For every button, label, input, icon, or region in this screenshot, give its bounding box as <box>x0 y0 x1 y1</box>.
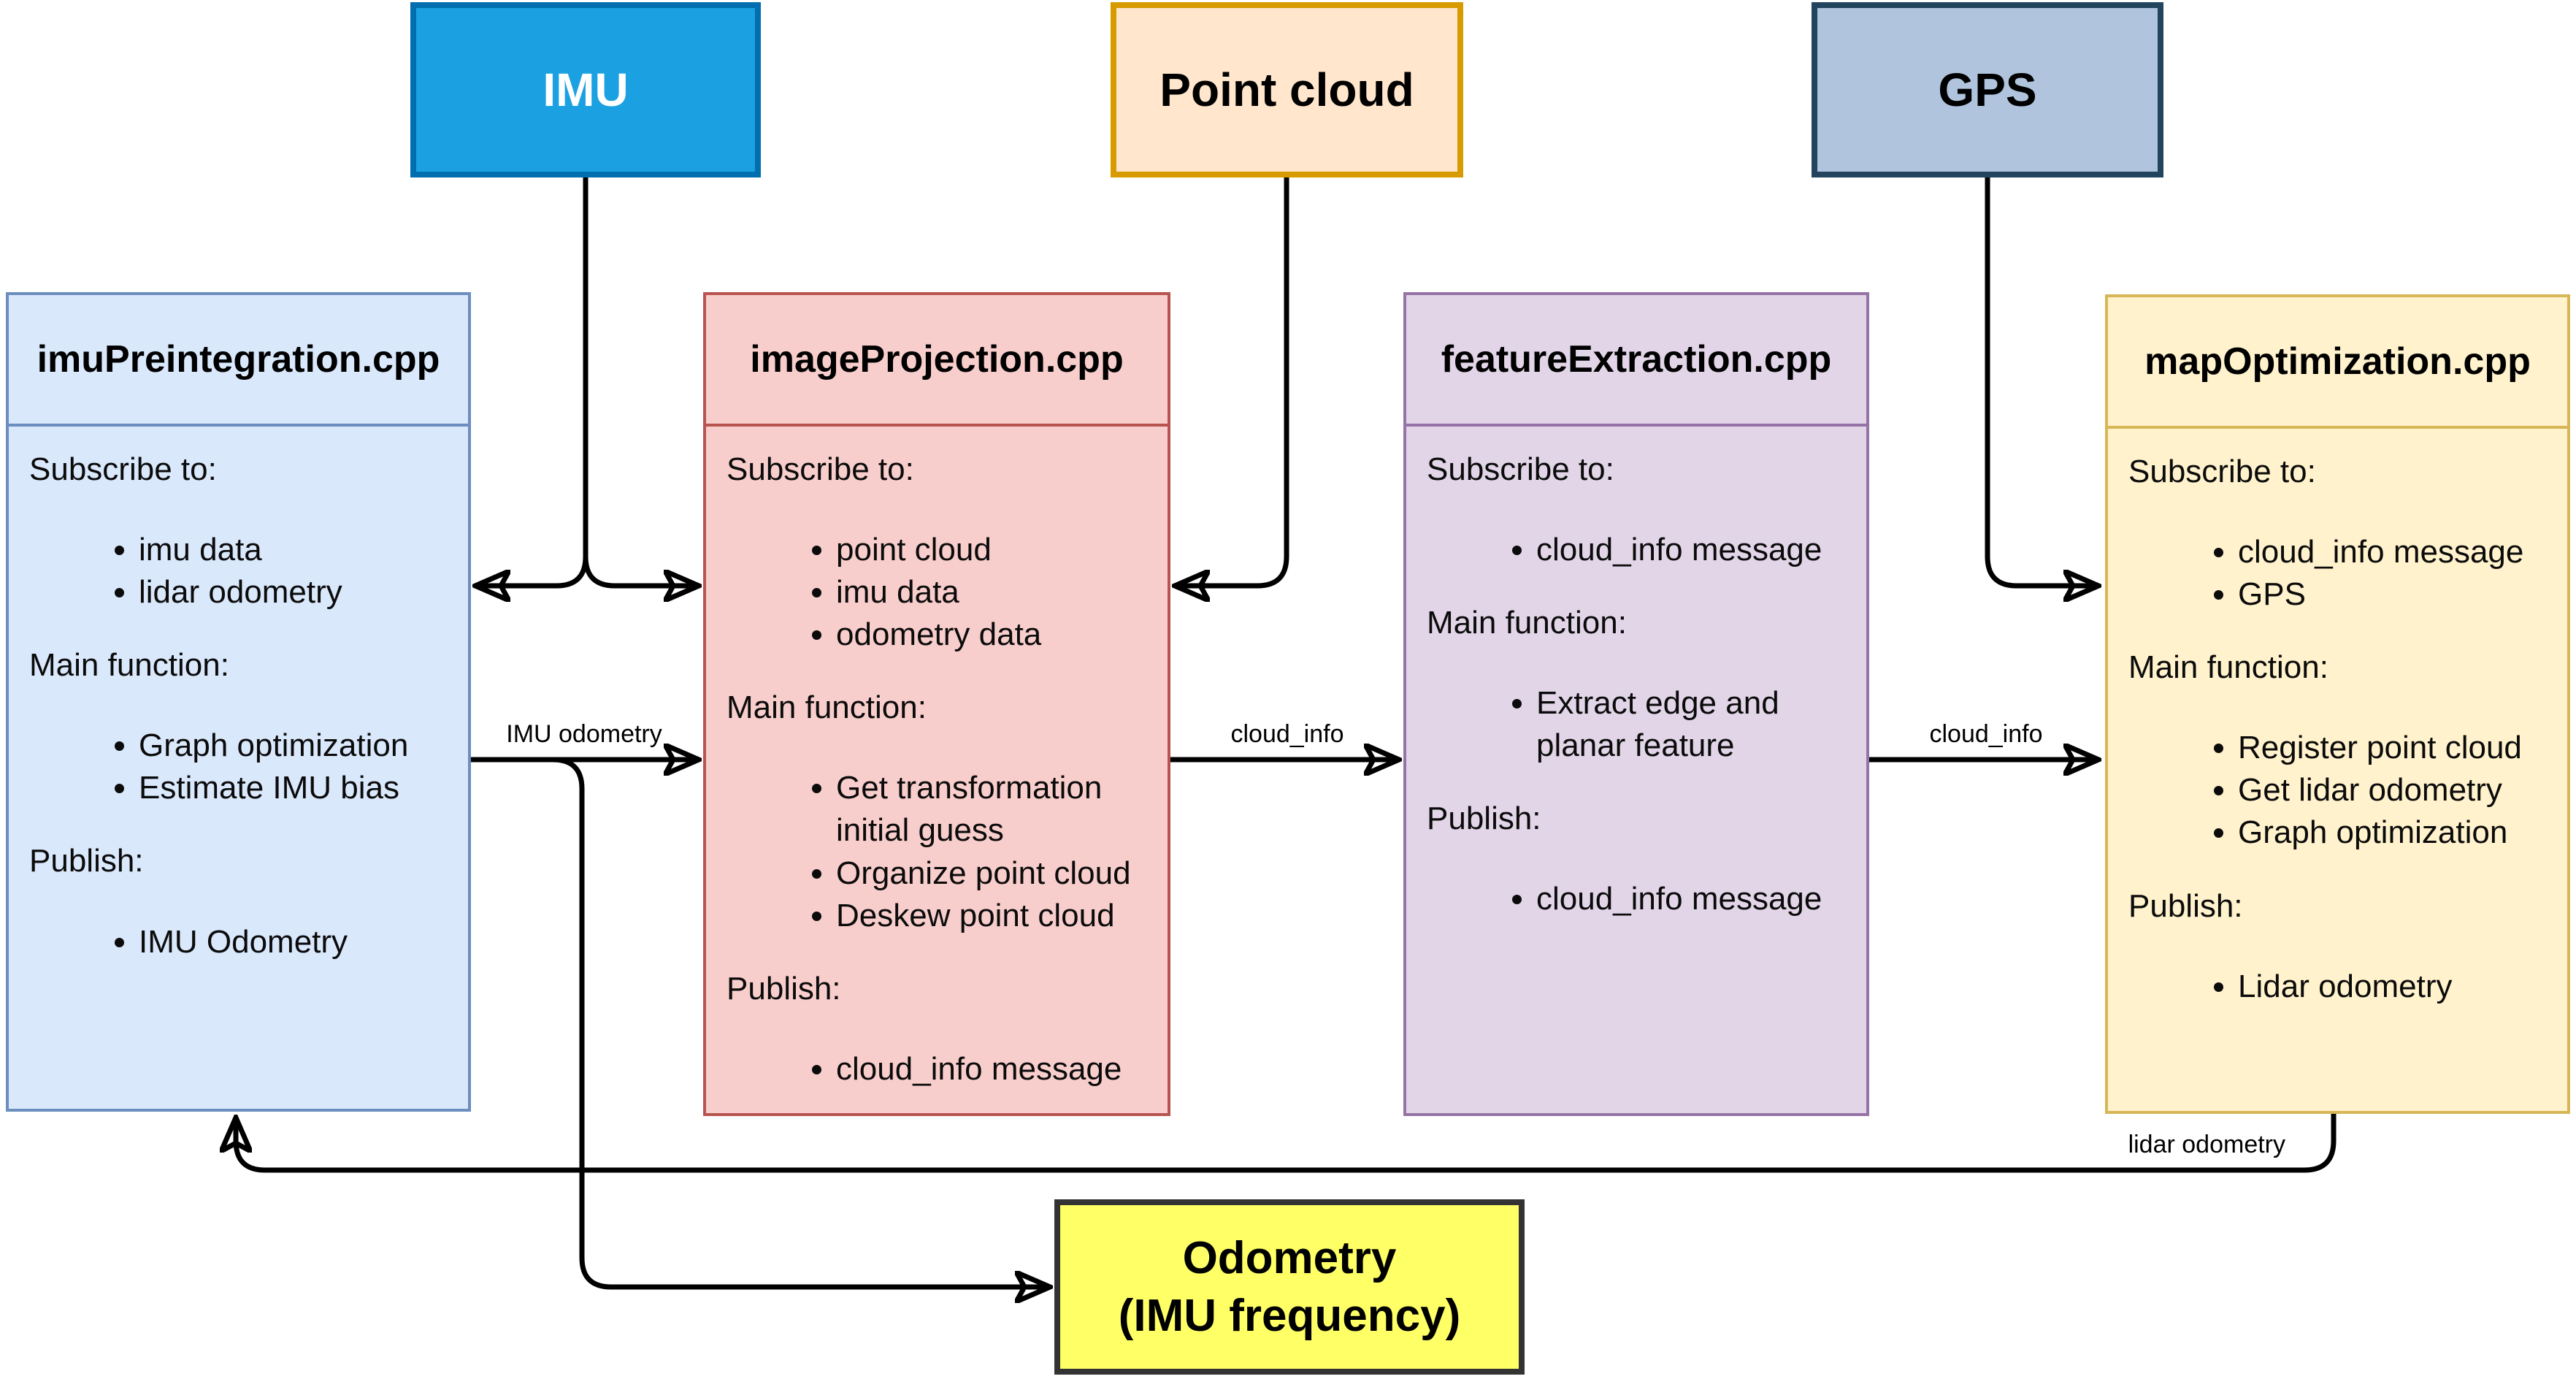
edge-label-cloud-info-2: cloud_info <box>1929 720 2043 748</box>
list-item: cloud_info message <box>836 1048 1151 1090</box>
module-title-imageprojection: imageProjection.cpp <box>706 295 1168 427</box>
section-label: Publish: <box>2128 887 2243 924</box>
source-box-imu: IMU <box>410 2 761 177</box>
list-item: Deskew point cloud <box>836 895 1151 937</box>
source-box-gps: GPS <box>1812 2 2163 177</box>
list-item: Lidar odometry <box>2238 966 2551 1008</box>
section-items: cloud_info message <box>727 1048 1151 1090</box>
module-mapoptimization: mapOptimization.cpp Subscribe to: cloud_… <box>2105 294 2570 1114</box>
section-label: Subscribe to: <box>1427 451 1614 487</box>
list-item: Organize point cloud <box>836 852 1151 895</box>
list-item: cloud_info message <box>1536 529 1850 571</box>
section-items: Extract edge and planar feature <box>1427 682 1850 767</box>
section-items: cloud_info message <box>1427 529 1850 571</box>
source-label-point-cloud: Point cloud <box>1159 64 1414 116</box>
section-label: Subscribe to: <box>2128 454 2316 489</box>
module-body-featureextraction: Subscribe to: cloud_info message Main fu… <box>1406 427 1866 921</box>
source-label-imu: IMU <box>543 64 629 116</box>
list-item: Get transformation initial guess <box>836 767 1151 852</box>
section-label: Main function: <box>29 647 229 684</box>
section-items: Lidar odometry <box>2128 966 2551 1008</box>
edge-label-imu-odometry: IMU odometry <box>506 720 662 748</box>
list-item: Graph optimization <box>2238 811 2551 854</box>
list-item: IMU Odometry <box>139 921 452 963</box>
section-label: Publish: <box>29 843 144 879</box>
edge-imu-to-imupreintegration <box>477 177 589 586</box>
list-item: odometry data <box>836 614 1151 656</box>
list-item: Get lidar odometry <box>2238 769 2551 811</box>
section-label: Publish: <box>1427 801 1541 837</box>
section-items: cloud_info message GPS <box>2128 531 2551 616</box>
module-imageprojection: imageProjection.cpp Subscribe to: point … <box>703 292 1170 1116</box>
section-items: Graph optimization Estimate IMU bias <box>29 725 452 809</box>
edge-pointcloud-to-imageprojection <box>1176 177 1289 586</box>
section-label: Main function: <box>727 690 927 726</box>
section-items: Register point cloud Get lidar odometry … <box>2128 727 2551 854</box>
section-items: cloud_info message <box>1427 878 1850 920</box>
module-title-featureextraction: featureExtraction.cpp <box>1406 295 1866 427</box>
list-item: Extract edge and planar feature <box>1536 682 1850 767</box>
section-items: point cloud imu data odometry data <box>727 529 1151 656</box>
list-item: lidar odometry <box>139 571 452 614</box>
module-title-mapoptimization: mapOptimization.cpp <box>2108 297 2567 429</box>
section-items: IMU Odometry <box>29 921 452 963</box>
section-label: Subscribe to: <box>29 451 217 487</box>
list-item: cloud_info message <box>1536 878 1850 920</box>
section-items: imu data lidar odometry <box>29 529 452 614</box>
section-label: Main function: <box>2128 649 2328 686</box>
list-item: Register point cloud <box>2238 727 2551 769</box>
module-body-imageprojection: Subscribe to: point cloud imu data odome… <box>706 427 1168 1090</box>
sink-box-odometry: Odometry (IMU frequency) <box>1054 1199 1525 1375</box>
module-body-mapoptimization: Subscribe to: cloud_info message GPS Mai… <box>2108 429 2567 1008</box>
edge-label-lidar-odometry: lidar odometry <box>2128 1131 2285 1158</box>
sink-label-line2: (IMU frequency) <box>1118 1291 1461 1341</box>
list-item: imu data <box>139 529 452 571</box>
edge-label-cloud-info-1: cloud_info <box>1230 720 1344 748</box>
list-item: imu data <box>836 571 1151 614</box>
list-item: cloud_info message <box>2238 531 2551 573</box>
sink-label-line1: Odometry <box>1182 1232 1397 1283</box>
list-item: Estimate IMU bias <box>139 767 452 809</box>
section-label: Publish: <box>727 970 841 1006</box>
section-label: Subscribe to: <box>727 451 914 487</box>
section-items: Get transformation initial guess Organiz… <box>727 767 1151 936</box>
module-title-imupreintegration: imuPreintegration.cpp <box>9 295 468 427</box>
list-item: Graph optimization <box>139 725 452 767</box>
module-featureextraction: featureExtraction.cpp Subscribe to: clou… <box>1403 292 1869 1116</box>
source-label-gps: GPS <box>1938 64 2037 116</box>
edge-imu-to-imageprojection <box>583 177 697 586</box>
module-imupreintegration: imuPreintegration.cpp Subscribe to: imu … <box>6 292 471 1112</box>
edge-gps-to-mapoptimization <box>1985 177 2097 586</box>
list-item: GPS <box>2238 573 2551 616</box>
module-body-imupreintegration: Subscribe to: imu data lidar odometry Ma… <box>9 427 468 963</box>
list-item: point cloud <box>836 529 1151 571</box>
source-box-point-cloud: Point cloud <box>1111 2 1463 177</box>
section-label: Main function: <box>1427 605 1627 641</box>
